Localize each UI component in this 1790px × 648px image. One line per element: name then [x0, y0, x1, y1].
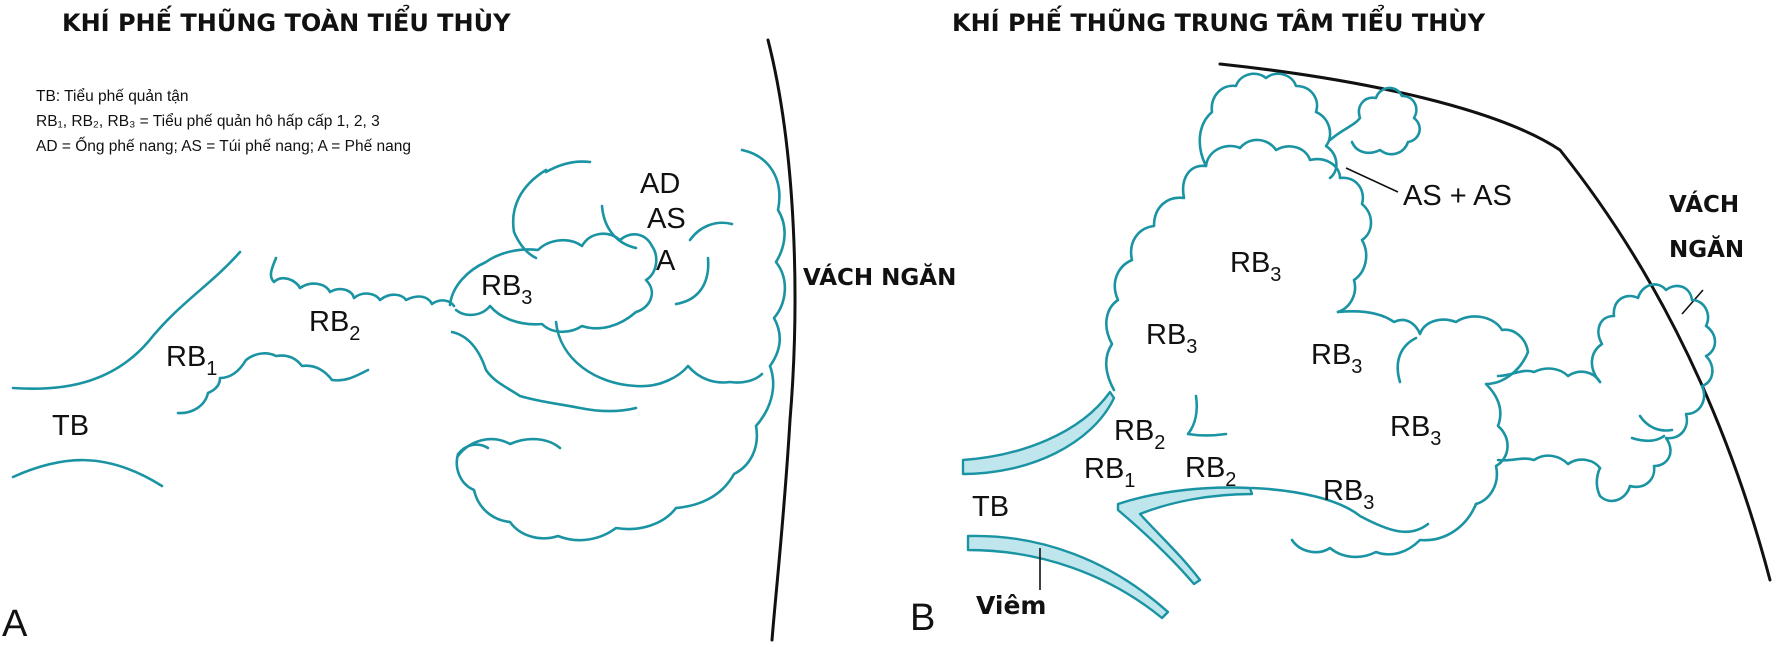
label-a: A	[656, 245, 676, 277]
rb1-lower-wall	[176, 352, 370, 415]
rb2-notch	[1186, 394, 1228, 437]
label-ad: AD	[640, 168, 680, 200]
ad-arc-right	[674, 256, 710, 306]
label-rb3-b-top: RB3	[1230, 247, 1281, 286]
label-tb-a: TB	[52, 410, 89, 442]
rb3-sac	[448, 232, 658, 334]
tb-lower-wall	[11, 458, 164, 488]
rb3-bottom-lobule	[1290, 502, 1478, 559]
rb3-branch-inner	[554, 320, 764, 388]
rb2-upper-wall	[269, 256, 456, 308]
label-as-as: AS + AS	[1403, 180, 1512, 212]
septum-label-a: VÁCH NGĂN	[803, 263, 956, 291]
septum-label-b-line1: VÁCH	[1669, 190, 1739, 218]
panel-b-title: KHÍ PHẾ THŨNG TRUNG TÂM TIỂU THÙY	[952, 3, 1486, 37]
septum-pointer-b	[1681, 289, 1704, 315]
label-as: AS	[647, 203, 686, 235]
tb-upper-wall	[11, 250, 242, 390]
panel-a: KHÍ PHẾ THŨNG TOÀN TIỂU THÙY TB: Tiểu ph…	[2, 3, 956, 645]
legend-line-1: TB: Tiểu phế quản tận	[36, 88, 189, 105]
acinus-top-arc	[544, 160, 592, 174]
septum-line-b	[1218, 62, 1772, 582]
rb2-lower-wall	[1250, 486, 1430, 534]
label-rb3-b-left: RB3	[1146, 319, 1197, 358]
label-rb3-b-right: RB3	[1390, 411, 1441, 450]
septum-line-a	[766, 38, 797, 642]
acinus-right-wall	[455, 148, 787, 542]
legend-line-3: AD = Ống phế nang; AS = Túi phế nang; A …	[36, 137, 411, 155]
rb3-branch-lower	[450, 330, 638, 413]
rb3-central-lobule	[1104, 138, 1373, 392]
rb3-distal-duct-lower	[1496, 454, 1602, 470]
panel-a-letter: A	[2, 603, 28, 645]
label-rb3-b-bottom: RB3	[1323, 475, 1374, 514]
label-rb3-b-mid: RB3	[1311, 339, 1362, 378]
tb-inflamed-wall-upper	[961, 390, 1116, 476]
tb-inflamed-wall-lower	[966, 534, 1170, 620]
panel-b-letter: B	[910, 597, 935, 639]
rb3-small-cluster	[1328, 86, 1421, 156]
rb3-left-arc	[1396, 336, 1418, 384]
legend-line-2: RB₁, RB₂, RB₃ = Tiểu phế quản hô hấp cấp…	[36, 113, 380, 130]
as-pointer	[1345, 167, 1399, 193]
rb3-distal-cluster-inner	[1630, 414, 1674, 443]
rb3-distal-duct	[1496, 367, 1602, 384]
label-rb1-b: RB1	[1084, 453, 1135, 492]
acinus-bottom-ledge	[456, 437, 562, 458]
rb2-wedge-wall	[1116, 486, 1254, 586]
panel-b: KHÍ PHẾ THŨNG TRUNG TÂM TIỂU THÙY VÁCH N…	[910, 3, 1772, 639]
label-rb3-a: RB3	[481, 270, 532, 309]
rb3-right-lobule	[1336, 310, 1530, 506]
label-rb2-b-upper: RB2	[1114, 415, 1165, 454]
rb3-upper-sacs	[1198, 72, 1338, 180]
label-tb-b: TB	[972, 491, 1009, 523]
ad-arc-left	[600, 204, 638, 250]
panel-a-legend: TB: Tiểu phế quản tận RB₁, RB₂, RB₃ = Ti…	[36, 88, 411, 155]
panel-a-title: KHÍ PHẾ THŨNG TOÀN TIỂU THÙY	[62, 3, 511, 37]
label-rb1-a: RB1	[166, 341, 217, 380]
rb3-distal-cluster	[1590, 283, 1717, 503]
as-arc-top	[688, 221, 734, 242]
acinus-cloud	[511, 168, 548, 260]
label-rb2-a: RB2	[309, 306, 360, 345]
septum-label-b-line2: NGĂN	[1669, 235, 1744, 263]
label-rb2-b-lower: RB2	[1185, 452, 1236, 491]
label-inflammation: Viêm	[976, 591, 1046, 620]
